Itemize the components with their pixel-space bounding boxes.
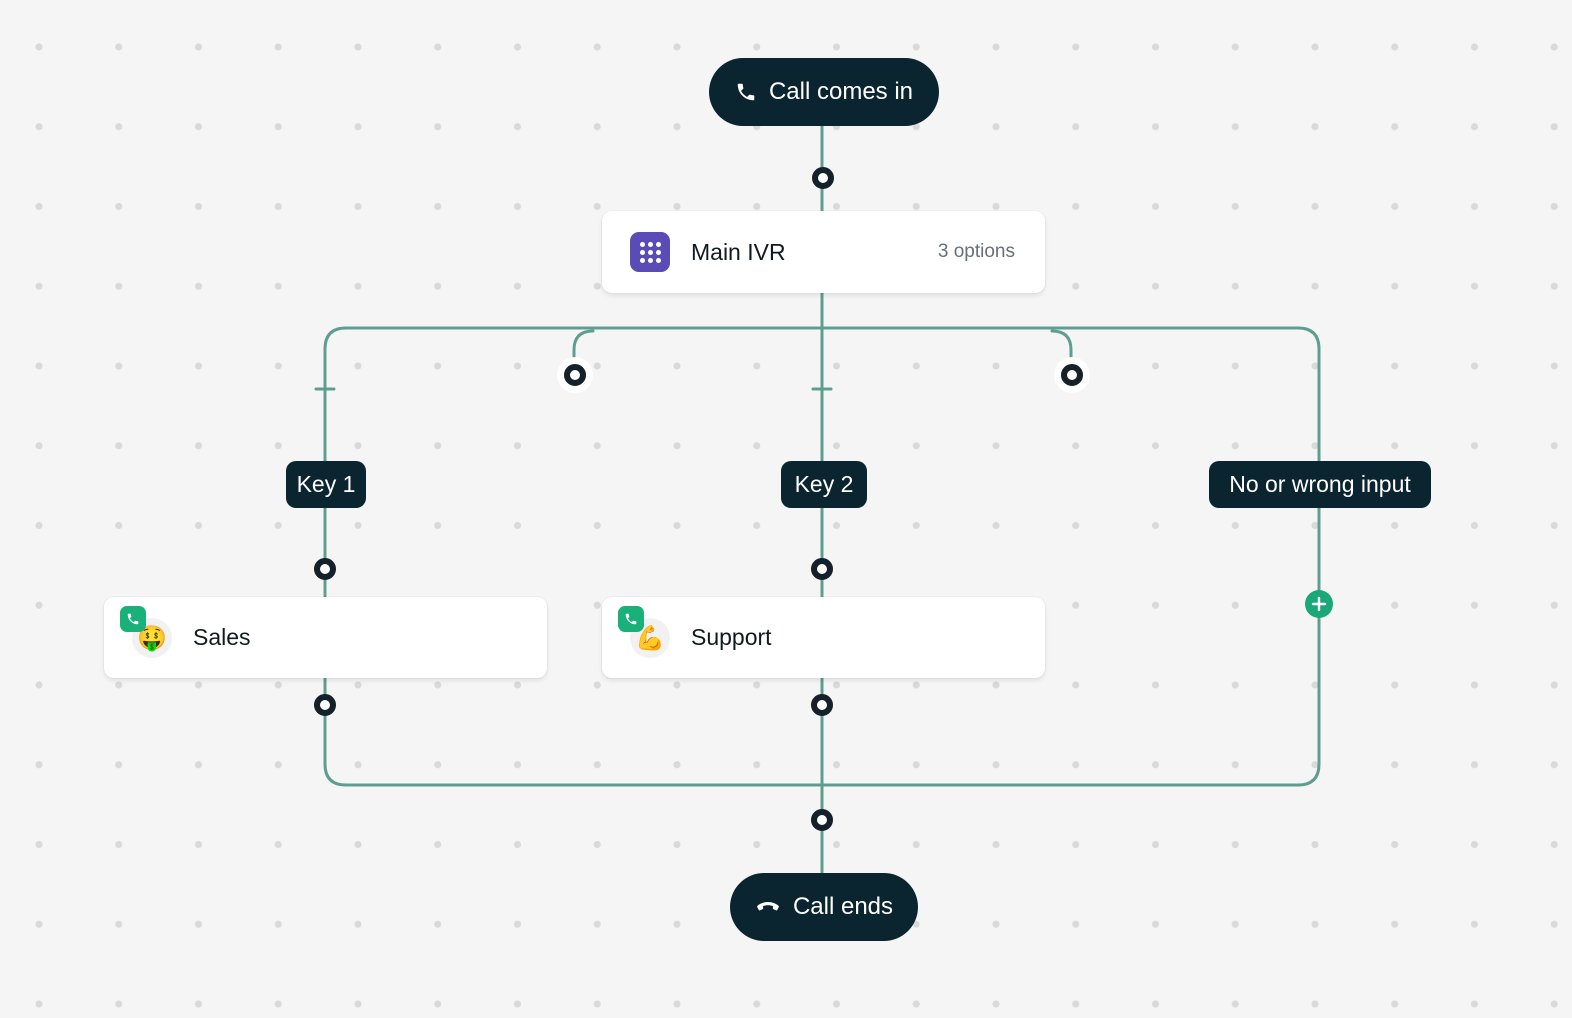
phone-icon <box>737 83 755 101</box>
phone-icon <box>127 613 139 624</box>
connector-spur-right <box>1050 329 1073 368</box>
support-card[interactable]: 💪 Support <box>602 597 1045 678</box>
hang-up-icon <box>757 902 779 911</box>
connector-node[interactable] <box>314 558 336 580</box>
flexed-biceps-icon: 💪 <box>618 605 670 658</box>
call-ends-label: Call ends <box>792 893 894 920</box>
ivr-options-count: 3 options <box>937 241 1015 262</box>
plus-icon <box>1311 596 1327 612</box>
add-step-button[interactable] <box>1305 590 1333 618</box>
keypad-icon <box>630 232 670 272</box>
support-title: Support <box>691 624 772 650</box>
connector-node[interactable] <box>811 694 833 716</box>
connector-node[interactable] <box>1061 364 1083 386</box>
key-2-tag[interactable]: Key 2 <box>781 461 867 508</box>
connector-node[interactable] <box>564 364 586 386</box>
no-or-wrong-input-tag[interactable]: No or wrong input <box>1209 461 1431 508</box>
call-comes-in-label: Call comes in <box>768 78 914 105</box>
connector-node[interactable] <box>314 694 336 716</box>
key-1-label: Key 1 <box>296 471 356 497</box>
connector-node[interactable] <box>811 558 833 580</box>
main-ivr-title: Main IVR <box>691 238 786 265</box>
key-2-label: Key 2 <box>794 471 854 497</box>
money-face-icon: 🤑 <box>120 605 172 658</box>
connector-spur-left <box>572 329 595 368</box>
key-1-tag[interactable]: Key 1 <box>286 461 366 508</box>
no-or-wrong-input-label: No or wrong input <box>1229 471 1411 497</box>
call-comes-in-pill[interactable]: Call comes in <box>709 58 939 126</box>
connector-node[interactable] <box>812 167 834 189</box>
main-ivr-card[interactable]: Main IVR 3 options <box>602 211 1045 293</box>
connector-branch-bar <box>323 326 1321 464</box>
connector-node[interactable] <box>811 809 833 831</box>
call-queue-badge-icon <box>618 605 644 632</box>
sales-card[interactable]: 🤑 Sales <box>104 597 547 678</box>
sales-title: Sales <box>193 624 251 650</box>
call-ends-pill[interactable]: Call ends <box>730 873 918 941</box>
call-queue-badge-icon <box>120 605 146 632</box>
phone-icon <box>625 613 637 624</box>
